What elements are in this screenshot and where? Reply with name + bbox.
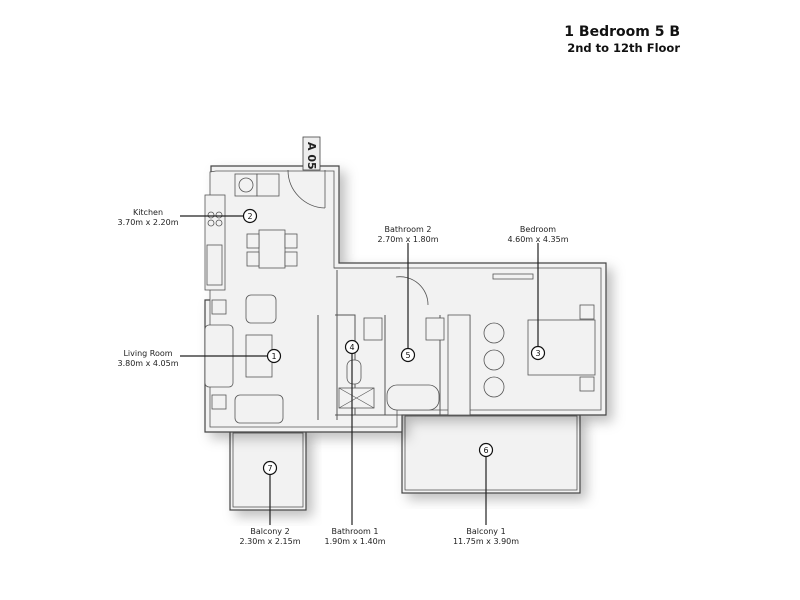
floor-range: 2nd to 12th Floor (567, 41, 680, 55)
room-marker-6: 6 (478, 442, 494, 458)
room-size: 4.60m x 4.35m (507, 235, 569, 244)
plan-title: 1 Bedroom 5 B 2nd to 12th Floor (564, 24, 680, 56)
unit-name: 1 Bedroom 5 B (564, 24, 680, 40)
svg-text:4: 4 (349, 343, 354, 352)
room-name: Balcony 2 (250, 527, 290, 536)
room-size: 3.80m x 4.05m (117, 359, 179, 368)
svg-text:5: 5 (405, 351, 410, 360)
room-name: Bathroom 1 (331, 527, 379, 536)
room-marker-4: 4 (344, 339, 360, 355)
room-marker-7: 7 (262, 460, 278, 476)
room-marker-5: 5 (400, 347, 416, 363)
room-marker-3: 3 (530, 345, 546, 361)
room-name: Balcony 1 (466, 527, 506, 536)
room-name: Kitchen (132, 208, 164, 217)
svg-text:3: 3 (535, 349, 540, 358)
room-size: 3.70m x 2.20m (117, 218, 179, 227)
room-name: Bedroom (519, 225, 557, 234)
room-marker-2: 2 (242, 208, 258, 224)
room-size: 1.90m x 1.40m (324, 537, 386, 546)
room-size: 11.75m x 3.90m (452, 537, 520, 546)
room-name: Bathroom 2 (384, 225, 432, 234)
room-size: 2.70m x 1.80m (377, 235, 439, 244)
room-size: 2.30m x 2.15m (239, 537, 301, 546)
room-marker-1: 1 (266, 348, 282, 364)
unit-tag: A 05 (302, 136, 321, 171)
svg-text:7: 7 (267, 464, 272, 473)
room-name: Living Room (123, 349, 173, 358)
svg-text:6: 6 (483, 446, 488, 455)
unit-tag-text: A 05 (305, 142, 318, 170)
svg-text:1: 1 (271, 352, 276, 361)
svg-text:2: 2 (247, 212, 252, 221)
